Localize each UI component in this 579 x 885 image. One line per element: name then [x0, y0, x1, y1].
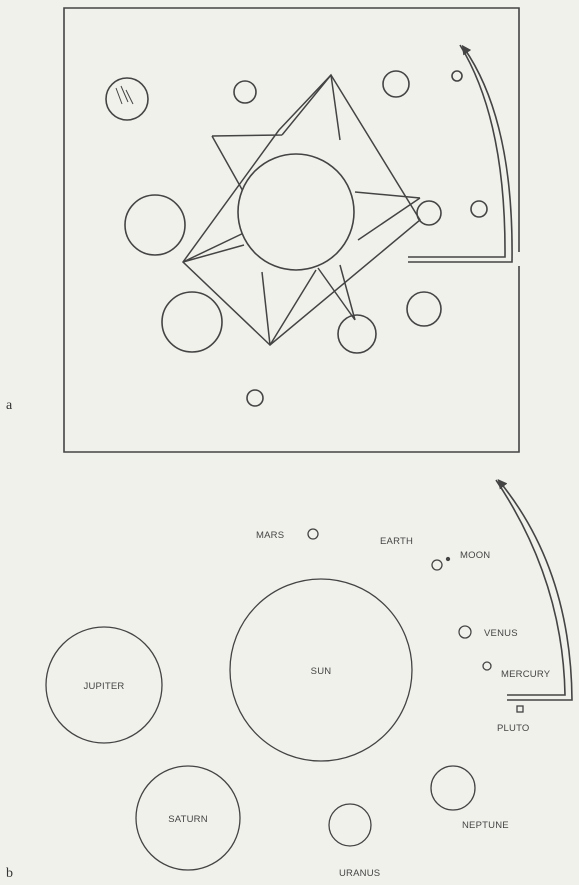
panel-b [46, 480, 572, 870]
planet-circle-a7 [471, 201, 487, 217]
mars-circle [308, 529, 318, 539]
planet-circle-a4 [452, 71, 462, 81]
planet-circle-a10 [407, 292, 441, 326]
planet-hatching [116, 86, 133, 104]
mercury-circle [483, 662, 491, 670]
mercury-label: MERCURY [501, 669, 551, 680]
venus-label: VENUS [484, 628, 518, 639]
arrow-line-b-inner [500, 482, 572, 700]
arrow-line-b [496, 480, 565, 695]
mars-label: MARS [256, 530, 284, 541]
moon-label: MOON [460, 550, 490, 561]
planet-circle-a6 [417, 201, 441, 225]
panel-b-letter: b [6, 866, 13, 882]
earth-label: EARTH [380, 536, 413, 547]
arrow-line-a [408, 45, 505, 257]
planet-circle-a11 [247, 390, 263, 406]
planet-circle-a9 [338, 315, 376, 353]
panel-a [64, 8, 519, 452]
venus-circle [459, 626, 471, 638]
panel-b-labels: MARS EARTH MOON VENUS MERCURY JUPITER SU… [84, 530, 551, 879]
planet-circle-a8 [162, 292, 222, 352]
sun-label: SUN [311, 666, 332, 677]
neptune-label: NEPTUNE [462, 820, 509, 831]
pluto-square [517, 706, 523, 712]
planet-circle-a2 [234, 81, 256, 103]
moon-dot [447, 558, 450, 561]
sun-circle-a [238, 154, 354, 270]
uranus-label: URANUS [339, 868, 380, 879]
panel-a-letter: a [6, 398, 12, 414]
uranus-circle [329, 804, 371, 846]
pluto-label: PLUTO [497, 723, 530, 734]
saturn-label: SATURN [168, 814, 208, 825]
earth-circle [432, 560, 442, 570]
planet-circle-a3 [383, 71, 409, 97]
neptune-circle [431, 766, 475, 810]
jupiter-label: JUPITER [84, 681, 125, 692]
planet-circle-a5 [125, 195, 185, 255]
